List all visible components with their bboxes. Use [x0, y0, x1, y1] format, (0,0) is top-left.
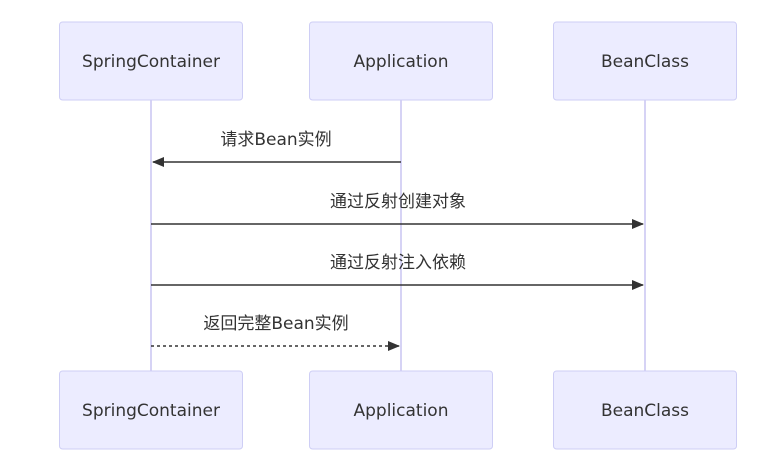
participant-app-bottom: Application — [309, 370, 493, 450]
participant-box — [553, 370, 737, 450]
participant-label: Application — [354, 401, 449, 421]
participant-label: SpringContainer — [82, 401, 220, 421]
participant-label: SpringContainer — [82, 52, 220, 72]
participant-box — [309, 21, 493, 101]
message-label: 通过反射注入依赖 — [330, 253, 466, 273]
participant-boxes: SpringContainerSpringContainerApplicatio… — [59, 21, 737, 450]
participant-label: BeanClass — [601, 52, 689, 72]
message-3: 通过反射注入依赖 — [151, 253, 644, 290]
message-label: 通过反射创建对象 — [330, 192, 466, 212]
lifelines — [150, 100, 646, 371]
participant-label: Application — [354, 52, 449, 72]
participant-box — [309, 370, 493, 450]
message-4: 返回完整Bean实例 — [151, 314, 400, 351]
message-1: 请求Bean实例 — [152, 130, 401, 167]
participant-bean-top: BeanClass — [553, 21, 737, 101]
participant-spring-top: SpringContainer — [59, 21, 243, 101]
participant-spring-bottom: SpringContainer — [59, 370, 243, 450]
message-2: 通过反射创建对象 — [151, 192, 644, 229]
message-label: 请求Bean实例 — [220, 130, 331, 150]
participant-label: BeanClass — [601, 401, 689, 421]
participant-bean-bottom: BeanClass — [553, 370, 737, 450]
participant-box — [59, 370, 243, 450]
message-label: 返回完整Bean实例 — [203, 314, 348, 334]
participant-box — [59, 21, 243, 101]
participant-box — [553, 21, 737, 101]
participant-app-top: Application — [309, 21, 493, 101]
